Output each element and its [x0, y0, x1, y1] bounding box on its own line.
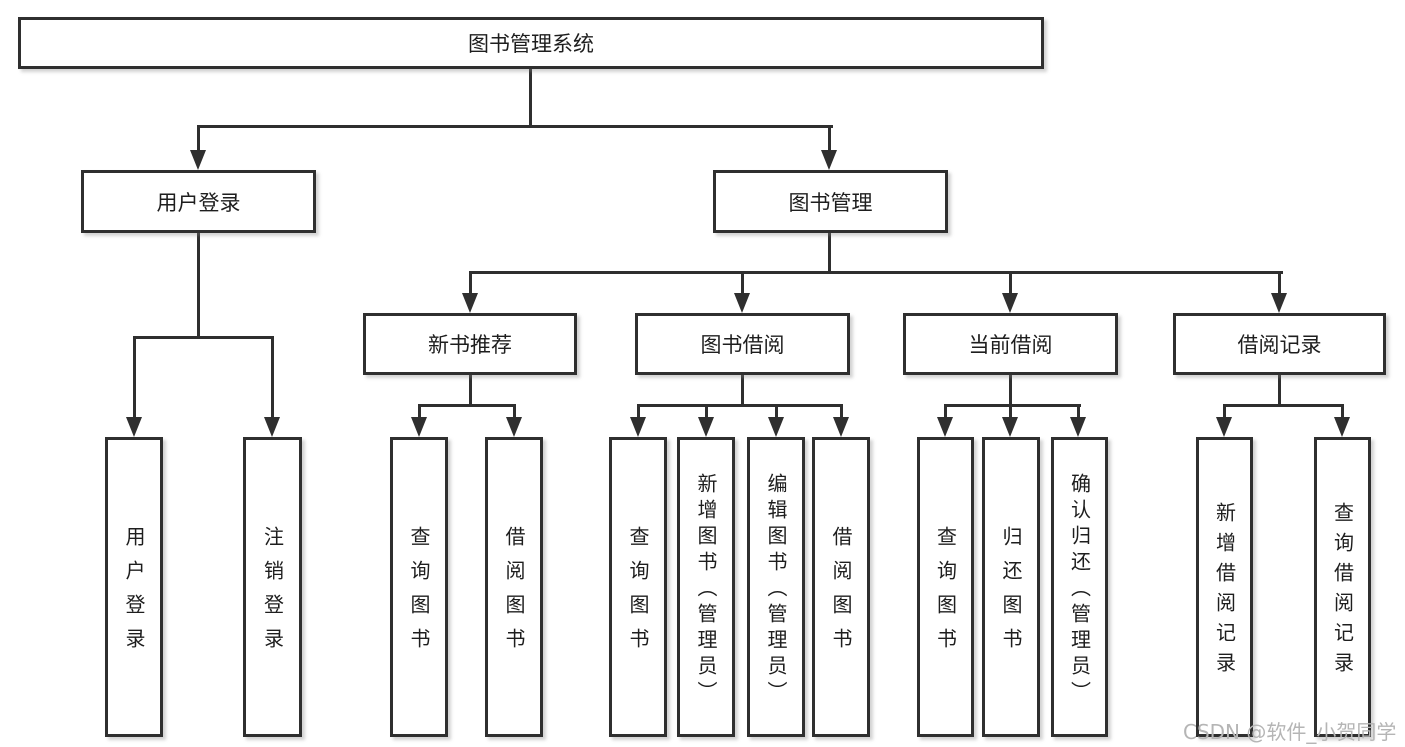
arrowhead-down-icon — [734, 293, 750, 313]
node-book-borrow: 图书借阅 — [635, 313, 850, 375]
connector-line — [1278, 271, 1281, 295]
connector-line — [529, 69, 532, 128]
leaf-current-confirm-return-admin-label: 确认归还（管理员） — [1067, 473, 1092, 707]
leaf-record-query-record: 查询借阅记录 — [1314, 437, 1371, 737]
arrowhead-down-icon — [126, 417, 142, 437]
connector-line — [1009, 271, 1012, 295]
arrowhead-down-icon — [1002, 293, 1018, 313]
connector-line — [741, 375, 744, 406]
arrowhead-down-icon — [937, 417, 953, 437]
arrowhead-down-icon — [264, 417, 280, 437]
arrowhead-down-icon — [190, 150, 206, 170]
connector-line — [133, 336, 136, 419]
leaf-borrow-edit-book-admin: 编辑图书（管理员） — [747, 437, 805, 737]
connector-line — [840, 404, 843, 419]
arrowhead-down-icon — [462, 293, 478, 313]
node-book-management: 图书管理 — [713, 170, 948, 233]
leaf-logout: 注销登录 — [243, 437, 302, 737]
node-user-login: 用户登录 — [81, 170, 316, 233]
leaf-user-login-label: 用户登录 — [122, 526, 146, 662]
leaf-borrow-borrow-book-label: 借阅图书 — [829, 526, 853, 662]
node-borrow-record-label: 借阅记录 — [1237, 333, 1322, 357]
leaf-user-login: 用户登录 — [105, 437, 163, 737]
node-current-borrow-label: 当前借阅 — [968, 333, 1053, 357]
leaf-record-add-record: 新增借阅记录 — [1196, 437, 1253, 737]
connector-line — [469, 375, 472, 406]
leaf-borrow-edit-book-admin-label: 编辑图书（管理员） — [764, 473, 788, 707]
connector-line — [828, 233, 831, 273]
connector-line — [469, 271, 472, 295]
connector-line — [944, 404, 1081, 407]
arrowhead-down-icon — [1271, 293, 1287, 313]
arrowhead-down-icon — [698, 417, 714, 437]
leaf-record-query-record-label: 查询借阅记录 — [1330, 502, 1355, 682]
leaf-borrow-add-book-admin: 新增图书（管理员） — [677, 437, 735, 737]
arrowhead-down-icon — [821, 150, 837, 170]
leaf-current-return-book-label: 归还图书 — [999, 526, 1023, 662]
leaf-current-query-book-label: 查询图书 — [933, 526, 958, 662]
arrowhead-down-icon — [506, 417, 522, 437]
leaf-borrow-borrow-book: 借阅图书 — [812, 437, 870, 737]
node-root: 图书管理系统 — [18, 17, 1044, 69]
leaf-borrow-query-book: 查询图书 — [609, 437, 667, 737]
leaf-recommend-query-book: 查询图书 — [390, 437, 448, 737]
leaf-borrow-query-book-label: 查询图书 — [626, 526, 650, 662]
node-root-label: 图书管理系统 — [468, 32, 594, 56]
connector-line — [418, 404, 516, 407]
leaf-recommend-borrow-book: 借阅图书 — [485, 437, 543, 737]
arrowhead-down-icon — [833, 417, 849, 437]
connector-line — [828, 125, 831, 152]
csdn-watermark: CSDN @软件_小贺同学 — [1183, 720, 1397, 744]
node-book-management-label: 图书管理 — [788, 190, 873, 215]
arrowhead-down-icon — [630, 417, 646, 437]
connector-line — [1223, 404, 1226, 419]
connector-line — [741, 271, 744, 295]
connector-line — [418, 404, 421, 419]
arrowhead-down-icon — [1334, 417, 1350, 437]
connector-line — [705, 404, 708, 419]
node-book-borrow-label: 图书借阅 — [700, 333, 785, 357]
leaf-record-add-record-label: 新增借阅记录 — [1212, 502, 1237, 682]
leaf-logout-label: 注销登录 — [260, 526, 285, 662]
connector-line — [1278, 375, 1281, 406]
arrowhead-down-icon — [1070, 417, 1086, 437]
connector-line — [1077, 404, 1080, 419]
connector-line — [1009, 375, 1012, 406]
connector-line — [197, 125, 200, 152]
connector-line — [1009, 404, 1012, 419]
connector-line — [944, 404, 947, 419]
connector-line — [513, 404, 516, 419]
connector-line — [1341, 404, 1344, 419]
connector-line — [271, 336, 274, 419]
leaf-borrow-add-book-admin-label: 新增图书（管理员） — [694, 473, 718, 707]
leaf-current-return-book: 归还图书 — [982, 437, 1040, 737]
leaf-current-query-book: 查询图书 — [917, 437, 974, 737]
connector-line — [775, 404, 778, 419]
connector-line — [637, 404, 842, 407]
connector-line — [469, 271, 1283, 274]
node-borrow-record: 借阅记录 — [1173, 313, 1386, 375]
arrowhead-down-icon — [1002, 417, 1018, 437]
node-current-borrow: 当前借阅 — [903, 313, 1118, 375]
node-new-book-recommend-label: 新书推荐 — [428, 333, 512, 357]
connector-line — [133, 336, 274, 339]
arrowhead-down-icon — [411, 417, 427, 437]
node-new-book-recommend: 新书推荐 — [363, 313, 577, 375]
connector-line — [197, 233, 200, 338]
connector-line — [1223, 404, 1343, 407]
leaf-recommend-query-book-label: 查询图书 — [407, 526, 431, 662]
arrowhead-down-icon — [1216, 417, 1232, 437]
leaf-current-confirm-return-admin: 确认归还（管理员） — [1051, 437, 1108, 737]
connector-line — [637, 404, 640, 419]
connector-line — [197, 125, 833, 128]
leaf-recommend-borrow-book-label: 借阅图书 — [502, 526, 526, 662]
node-user-login-label: 用户登录 — [156, 190, 241, 215]
arrowhead-down-icon — [768, 417, 784, 437]
